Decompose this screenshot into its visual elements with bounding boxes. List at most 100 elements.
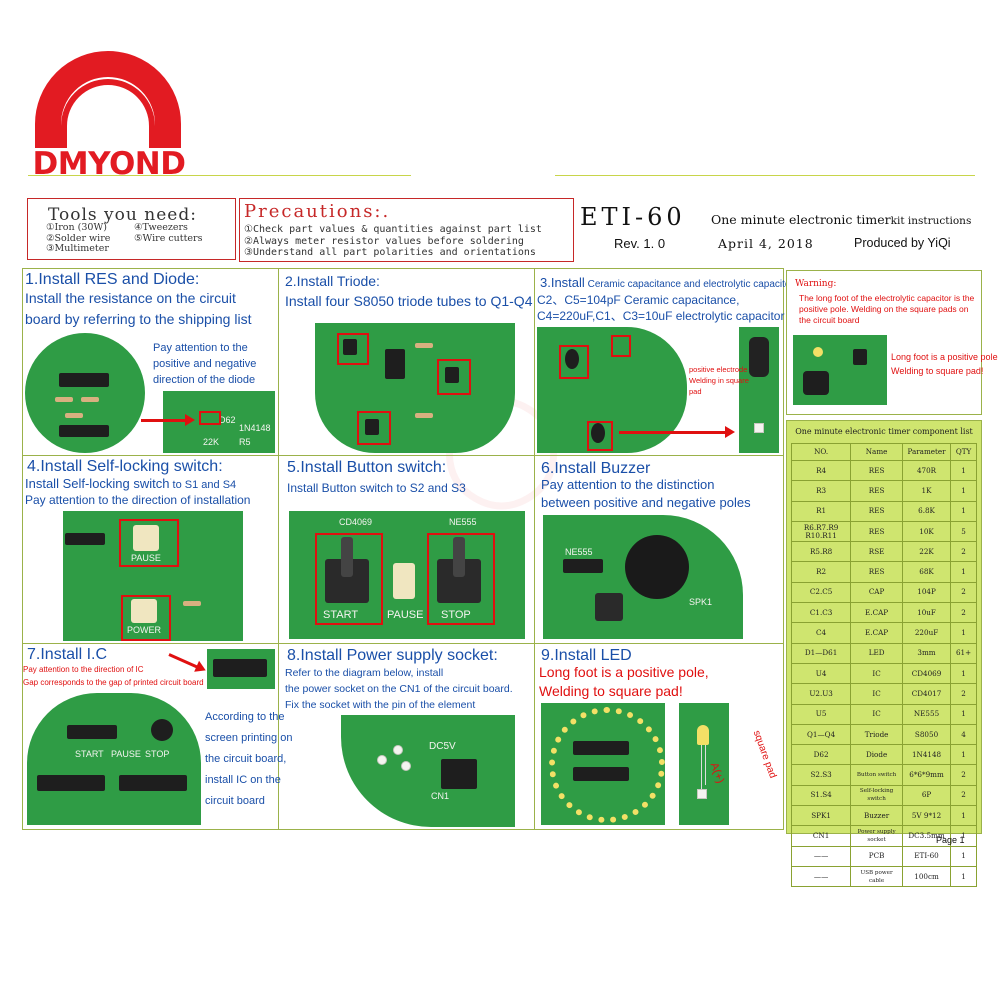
table-cell: R2 [790,561,852,583]
table-cell: 1K [901,480,952,502]
step-1-line1: Install the resistance on the circuit [25,290,236,306]
step-4-pcb-image: PAUSE POWER [63,511,243,641]
date: April 4, 2018 [718,236,814,251]
table-cell: S1.S4 [790,784,852,807]
arrow-icon [168,653,199,669]
table-cell: 2 [950,784,977,807]
warning-label1: Long foot is a positive pole [891,352,998,362]
silk-label: NE555 [565,547,593,557]
step-5-line1: Install Button switch to S2 and S3 [287,481,466,495]
triode [365,419,379,435]
table-cell: C2.C5 [790,581,852,604]
step-6-pcb-image: NE555 SPK1 [543,515,743,639]
table-cell: E.CAP [850,602,903,624]
silk-label: CN1 [431,791,450,801]
step-3-note2: Welding in square [689,376,749,385]
table-cell: 1 [950,805,977,827]
table-cell: 1 [950,865,977,888]
highlight-box [119,519,179,567]
step-3-line2: C4=220uF,C1、C3=10uF electrolytic capacit… [537,309,785,323]
table-cell: 3mm [901,642,952,664]
led-lead [701,745,702,793]
table-cell: C4 [790,622,852,644]
table-cell: CD4069 [901,662,952,685]
table-header-cell: Parameter [901,443,952,461]
step-8-line3: Fix the socket with the pin of the eleme… [285,699,476,711]
resistor [415,343,433,348]
silk-label: SPK1 [689,597,713,607]
table-header-cell: QTY [950,443,977,461]
warning-title: Warning: [795,279,837,289]
tools-title: Tools you need: [48,205,197,225]
buzzer [625,535,689,599]
table-cell: R6.R7.R9 R10.R11 [790,520,852,543]
page-number: Page 1 [936,835,965,845]
step-9-anno2: square pad [750,729,779,780]
step-7-note3: the circuit board, [205,753,287,765]
product-subtitle: One minute electronic timerkit instructi… [711,212,971,227]
silk-label: STOP [145,749,170,759]
table-cell: IC [850,662,903,685]
table-cell: Triode [850,723,903,746]
silk-label: START [75,749,104,759]
warning-image [793,335,887,405]
table-cell: RES [850,561,903,583]
step-9-title: 9.Install LED [541,647,632,664]
step-8-pcb-image: DC5V CN1 [341,715,515,827]
table-cell: Self-locking switch [850,784,903,807]
table-cell: 100cm [901,865,952,888]
step-3-title-b: Ceramic capacitance and electrolytic cap… [584,279,797,290]
step-1-pcb-image [25,333,145,453]
warning-text: The long foot of the electrolytic capaci… [799,293,975,325]
step-8-line2: the power socket on the CN1 of the circu… [285,683,513,695]
table-cell: R4 [790,459,852,482]
table-cell: Buzzer [850,805,903,827]
table-cell: 104P [901,581,952,604]
table-cell: Button switch [850,764,903,786]
subtitle-small: kit instructions [890,215,972,227]
table-cell: 1 [950,845,977,867]
table-cell: D62 [790,744,852,766]
led-component [697,725,709,745]
table-cell: CN1 [790,825,852,847]
table-cell: C1.C3 [790,602,852,624]
button-stem [341,537,353,577]
capacitor [803,371,829,395]
step-7-note2: screen printing on [205,732,293,744]
table-cell: R5.R8 [790,541,852,563]
table-cell: 6P [901,784,952,807]
self-locking-switch [133,525,159,551]
step-4-line1-a: Install Self-locking switch [25,476,170,491]
resistor [81,397,99,402]
precautions-title: Precautions:. [244,201,391,222]
button-stem [453,537,465,577]
table-cell: 68K [901,561,952,583]
precaution-item: ①Check part values & quantities against … [244,224,542,235]
grid-divider [534,269,535,829]
step-7-note5: circuit board [205,795,265,807]
step-4-line1: Install Self-locking switch to S1 and S4 [25,476,236,491]
led-ring [549,707,665,823]
ic-chip [119,775,187,791]
highlight-box [559,345,589,379]
tool-item: ③Multimeter [46,243,109,254]
silk-label: 22K [203,437,220,447]
product-title: ETI-60 [580,203,686,231]
table-cell: 6*6*9mm [901,764,952,786]
table-header-row: NO. Name Parameter QTY [790,443,977,461]
precautions-box: Precautions:. ①Check part values & quant… [239,198,574,262]
table-cell: 2 [950,683,977,705]
table-cell: U5 [790,703,852,725]
steps-grid: 1.Install RES and Diode: Install the res… [22,268,797,830]
highlight-box [587,421,613,451]
step-3-pcb-image [537,327,687,453]
step-1-note2: positive and negative [153,358,257,370]
table-cell: 2 [950,764,977,786]
table-cell: U4 [790,662,852,685]
